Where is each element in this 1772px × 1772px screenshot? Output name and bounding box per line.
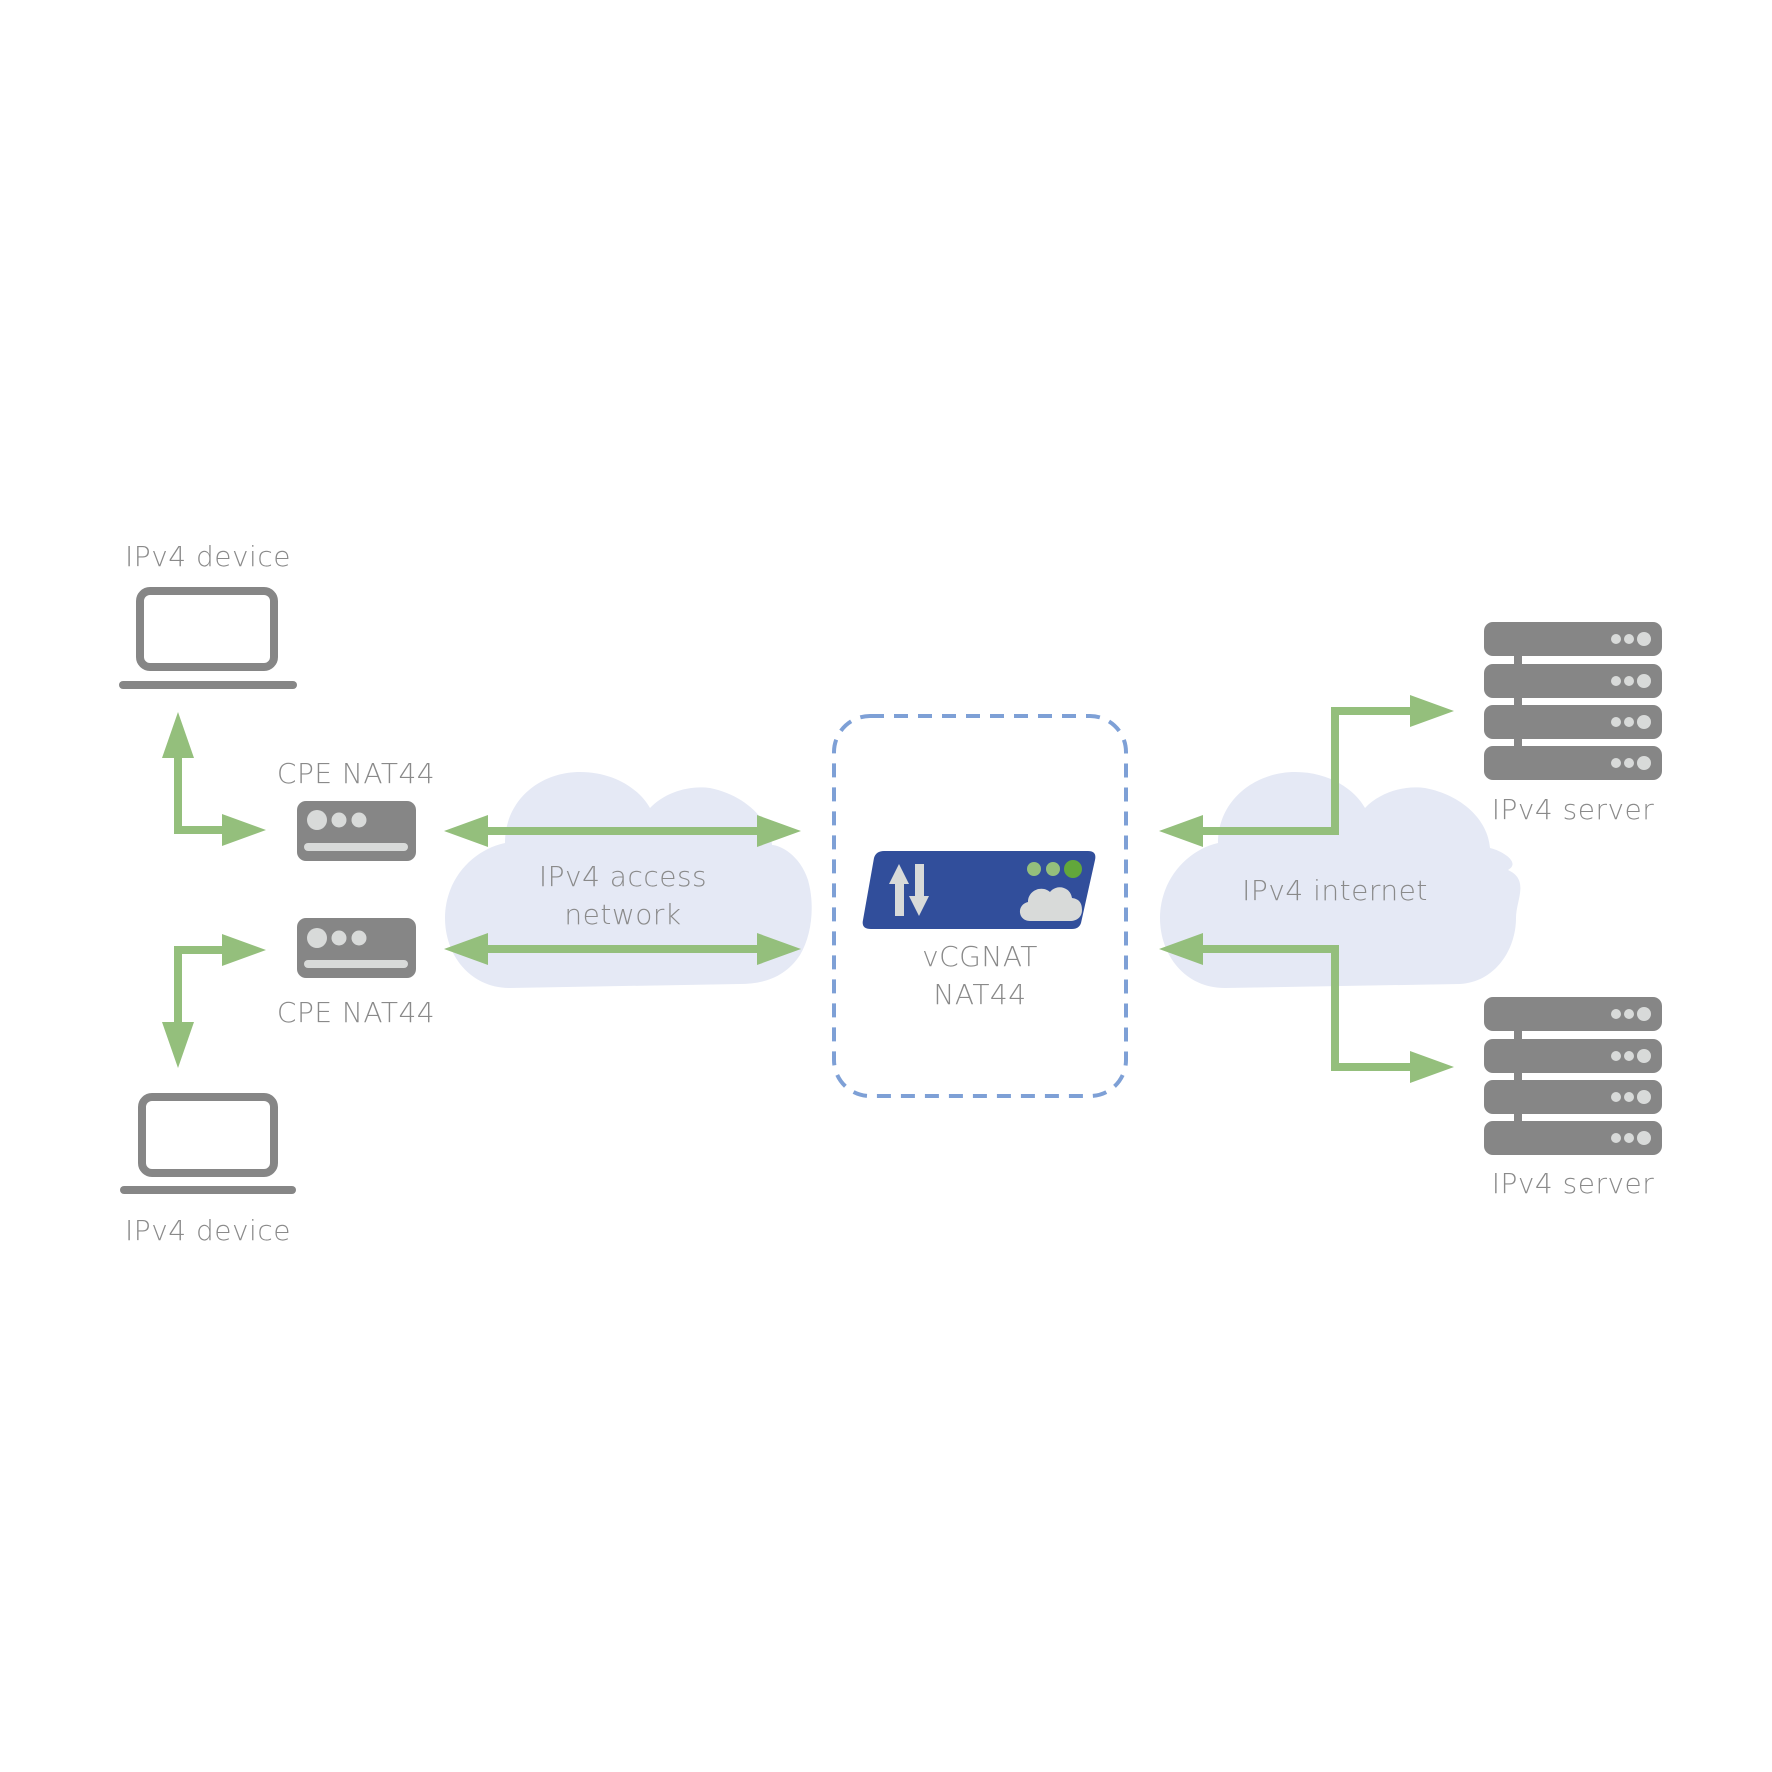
arrow-head-right <box>222 934 266 966</box>
arrow-head-up <box>162 712 194 758</box>
laptop-icon <box>119 587 297 689</box>
edge-vcgnat-server-top <box>1159 695 1454 847</box>
cpe-top-label: CPE NAT44 <box>277 757 435 790</box>
arrow-head-down <box>162 1022 194 1068</box>
device-bottom-label: IPv4 device <box>125 1214 291 1247</box>
server-rack-icon <box>1484 997 1662 1155</box>
server-top-label: IPv4 server <box>1492 793 1655 826</box>
access-network-label-line1: IPv4 access <box>539 860 707 893</box>
device-top-label: IPv4 device <box>125 540 291 573</box>
edge-device-bottom-cpe-bottom <box>162 934 266 1068</box>
cgnat-appliance-icon <box>862 851 1096 929</box>
edge-device-top-cpe-top <box>162 712 266 846</box>
edge-vcgnat-server-bottom <box>1159 933 1454 1083</box>
access-network-cloud-icon <box>445 772 812 988</box>
internet-label: IPv4 internet <box>1242 874 1428 907</box>
status-leds-icon <box>1027 860 1082 878</box>
cloud-icon <box>1019 887 1082 921</box>
access-network-label-line2: network <box>564 898 681 931</box>
server-bottom-label: IPv4 server <box>1492 1167 1655 1200</box>
arrow-head-right <box>222 814 266 846</box>
router-icon <box>297 918 416 978</box>
edge-cpe-top-vcgnat <box>444 815 801 847</box>
edge-cpe-bottom-vcgnat <box>444 933 801 965</box>
router-icon <box>297 801 416 861</box>
server-rack-icon <box>1484 622 1662 780</box>
up-down-arrows-icon <box>889 864 929 916</box>
vcgnat-container <box>832 714 1128 1098</box>
vcgnat-label-line1: vCGNAT <box>922 940 1038 973</box>
vcgnat-label-line2: NAT44 <box>933 978 1026 1011</box>
laptop-icon <box>120 1093 296 1194</box>
cpe-bottom-label: CPE NAT44 <box>277 996 435 1029</box>
internet-cloud-icon <box>1160 772 1521 988</box>
